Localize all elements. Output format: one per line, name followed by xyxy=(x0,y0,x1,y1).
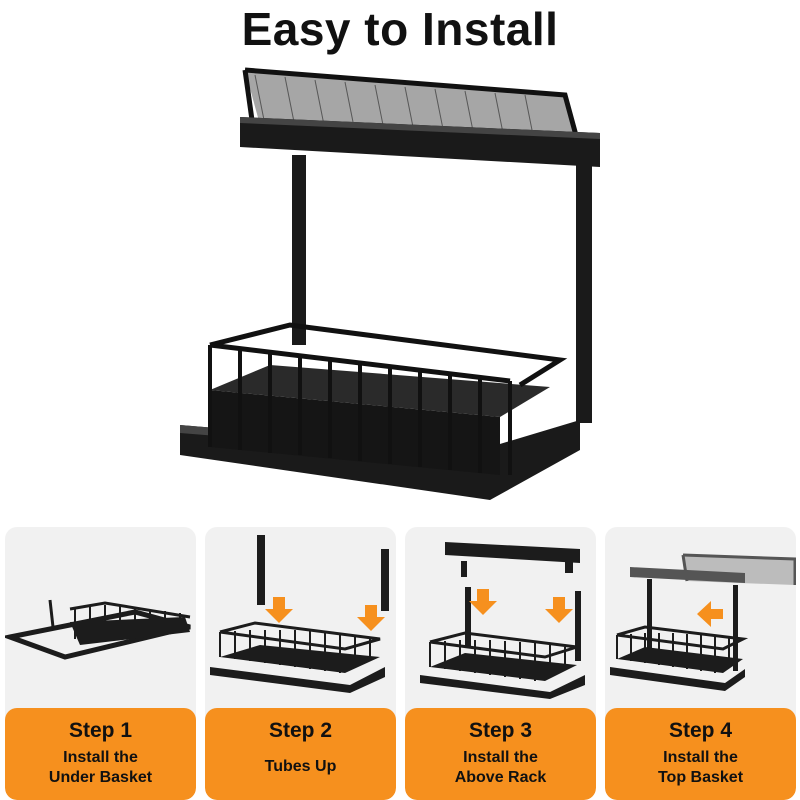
step-1-line1: Install the xyxy=(63,749,138,766)
page-title: Easy to Install xyxy=(241,3,559,55)
step-1-label: Step 1 Install the Under Basket xyxy=(5,708,196,800)
step-2-label: Step 2 Tubes Up xyxy=(205,708,396,800)
step-cards: Step 1 Install the Under Basket xyxy=(0,527,800,800)
step-1-illustration xyxy=(5,599,191,660)
step-card-2: Step 2 Tubes Up xyxy=(205,527,396,800)
step-3-line2: Above Rack xyxy=(454,769,547,786)
step-4-illustration xyxy=(610,553,796,691)
step-2-line1: Tubes Up xyxy=(264,758,337,775)
step-4-label: Step 4 Install the Top Basket xyxy=(605,708,796,800)
step-3-line1: Install the xyxy=(463,749,538,766)
down-arrow-icon xyxy=(545,597,573,623)
step-4-line1: Install the xyxy=(663,749,738,766)
step-3-illustration xyxy=(420,542,585,699)
step-3-title: Step 3 xyxy=(468,719,533,742)
step-2-illustration xyxy=(210,535,389,693)
step-card-1: Step 1 Install the Under Basket xyxy=(5,527,196,800)
left-arrow-icon xyxy=(697,601,723,627)
step-4-title: Step 4 xyxy=(668,719,733,742)
left-post xyxy=(292,155,306,345)
step-2-title: Step 2 xyxy=(268,719,333,742)
hero-organizer-image xyxy=(180,67,600,500)
step-card-3: Step 3 Install the Above Rack xyxy=(405,527,596,800)
down-arrow-icon xyxy=(357,605,385,631)
step-card-4: Step 4 Install the Top Basket xyxy=(605,527,796,800)
down-arrow-icon xyxy=(265,597,293,623)
bottom-basket xyxy=(208,322,568,475)
down-arrow-icon xyxy=(469,589,497,615)
step-3-label: Step 3 Install the Above Rack xyxy=(405,708,596,800)
step-1-title: Step 1 xyxy=(68,719,133,742)
step-4-line2: Top Basket xyxy=(657,769,744,786)
right-post xyxy=(576,163,592,423)
step-1-line2: Under Basket xyxy=(48,769,153,786)
